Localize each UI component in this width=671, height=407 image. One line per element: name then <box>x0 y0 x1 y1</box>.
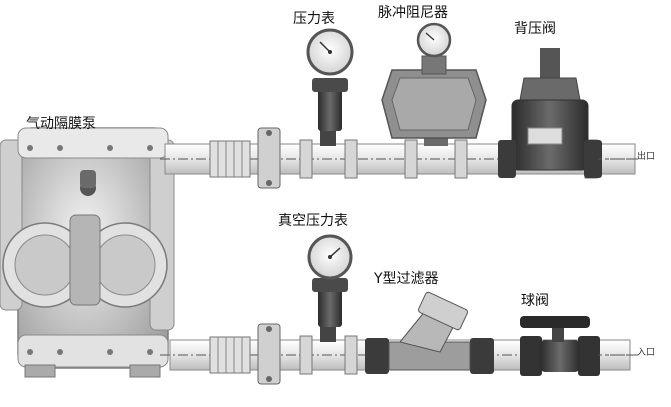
ball-valve <box>520 316 600 376</box>
back-pressure-valve-label: 背压阀 <box>514 21 556 37</box>
damper-label: 脉冲阻尼器 <box>378 5 448 21</box>
vacuum-gauge-label: 真空压力表 <box>278 213 348 229</box>
y-strainer <box>365 291 494 374</box>
ball-valve-label: 球阀 <box>521 293 549 309</box>
outlet-label: 出口 <box>637 152 656 162</box>
y-strainer-label: Y型过滤器 <box>374 271 439 287</box>
pulsation-damper <box>381 22 487 146</box>
pressure-gauge-top <box>306 28 354 131</box>
outlet-pipe-line <box>160 127 640 189</box>
back-pressure-valve <box>498 48 602 178</box>
pressure-gauge-label: 压力表 <box>293 11 335 27</box>
diaphragm-pump <box>0 127 175 378</box>
pump-label: 气动隔膜泵 <box>26 116 96 132</box>
vacuum-gauge <box>307 234 353 327</box>
inlet-label: 入口 <box>637 348 656 358</box>
